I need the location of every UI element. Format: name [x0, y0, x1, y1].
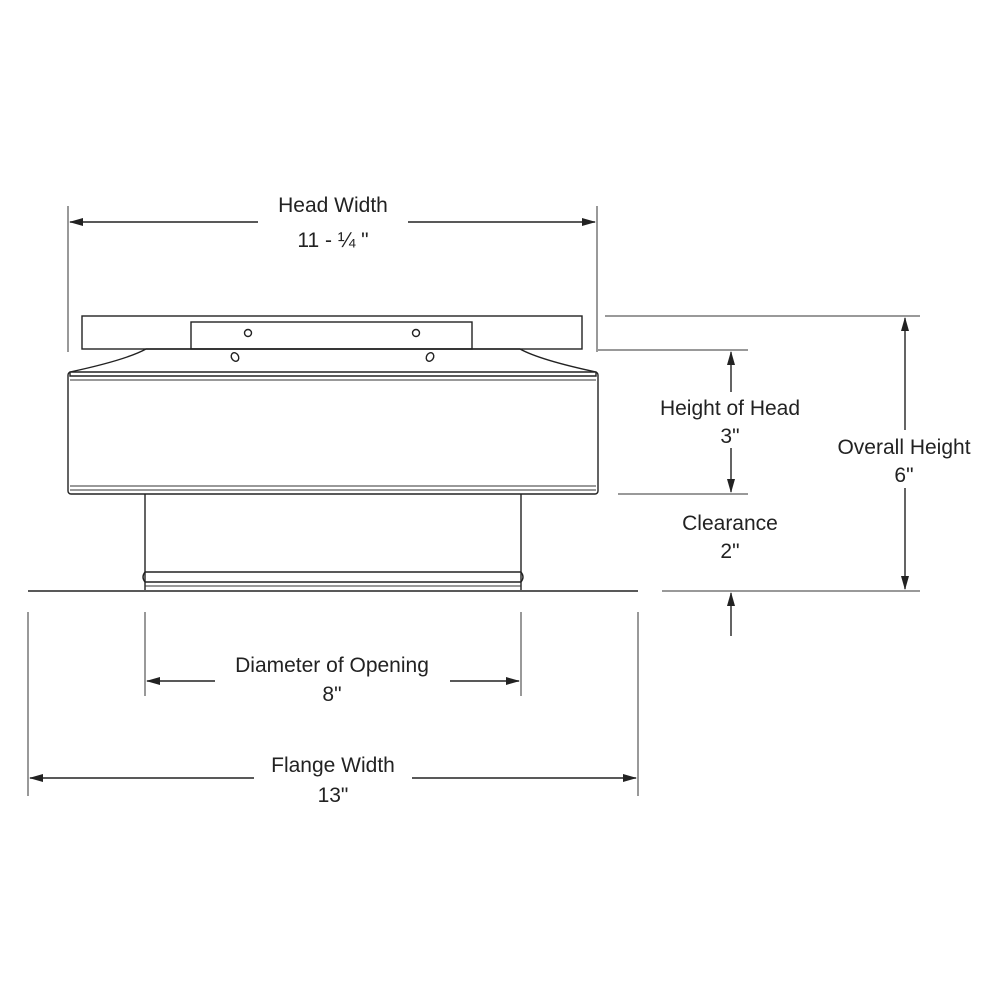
clearance-label: Clearance — [682, 512, 778, 535]
diameter-of-opening-label: Diameter of Opening — [235, 654, 429, 677]
clearance-value: 2" — [720, 540, 739, 563]
bracket-screw-left — [243, 328, 253, 338]
overall-height-label: Overall Height — [837, 436, 970, 459]
top-cap-plate — [81, 315, 583, 350]
height-of-head-dimension: Height of Head 3" — [598, 349, 800, 495]
height-of-head-value: 3" — [720, 425, 739, 448]
height-of-head-label: Height of Head — [660, 397, 800, 420]
diameter-of-opening-value: 8" — [322, 683, 341, 706]
roof-vent-drawing — [28, 315, 638, 592]
clearance-dimension: Clearance 2" — [682, 512, 778, 636]
fastener-left — [230, 352, 240, 362]
flange-width-value: 13" — [318, 784, 349, 807]
head-body — [67, 371, 599, 495]
flange-width-label: Flange Width — [271, 754, 395, 777]
overall-height-dimension: Overall Height 6" — [605, 315, 971, 592]
head-width-dimension: Head Width 11 - ¼ " — [67, 194, 598, 352]
flange-width-dimension: Flange Width 13" — [27, 612, 639, 807]
overall-height-value: 6" — [894, 464, 913, 487]
head-width-label: Head Width — [278, 194, 388, 217]
diameter-of-opening-dimension: Diameter of Opening 8" — [144, 612, 522, 706]
fastener-right — [425, 352, 435, 362]
cap-bracket — [190, 321, 473, 350]
bracket-screw-right — [411, 328, 421, 338]
head-width-value: 11 - ¼ " — [297, 229, 368, 252]
dome-band — [69, 348, 597, 377]
